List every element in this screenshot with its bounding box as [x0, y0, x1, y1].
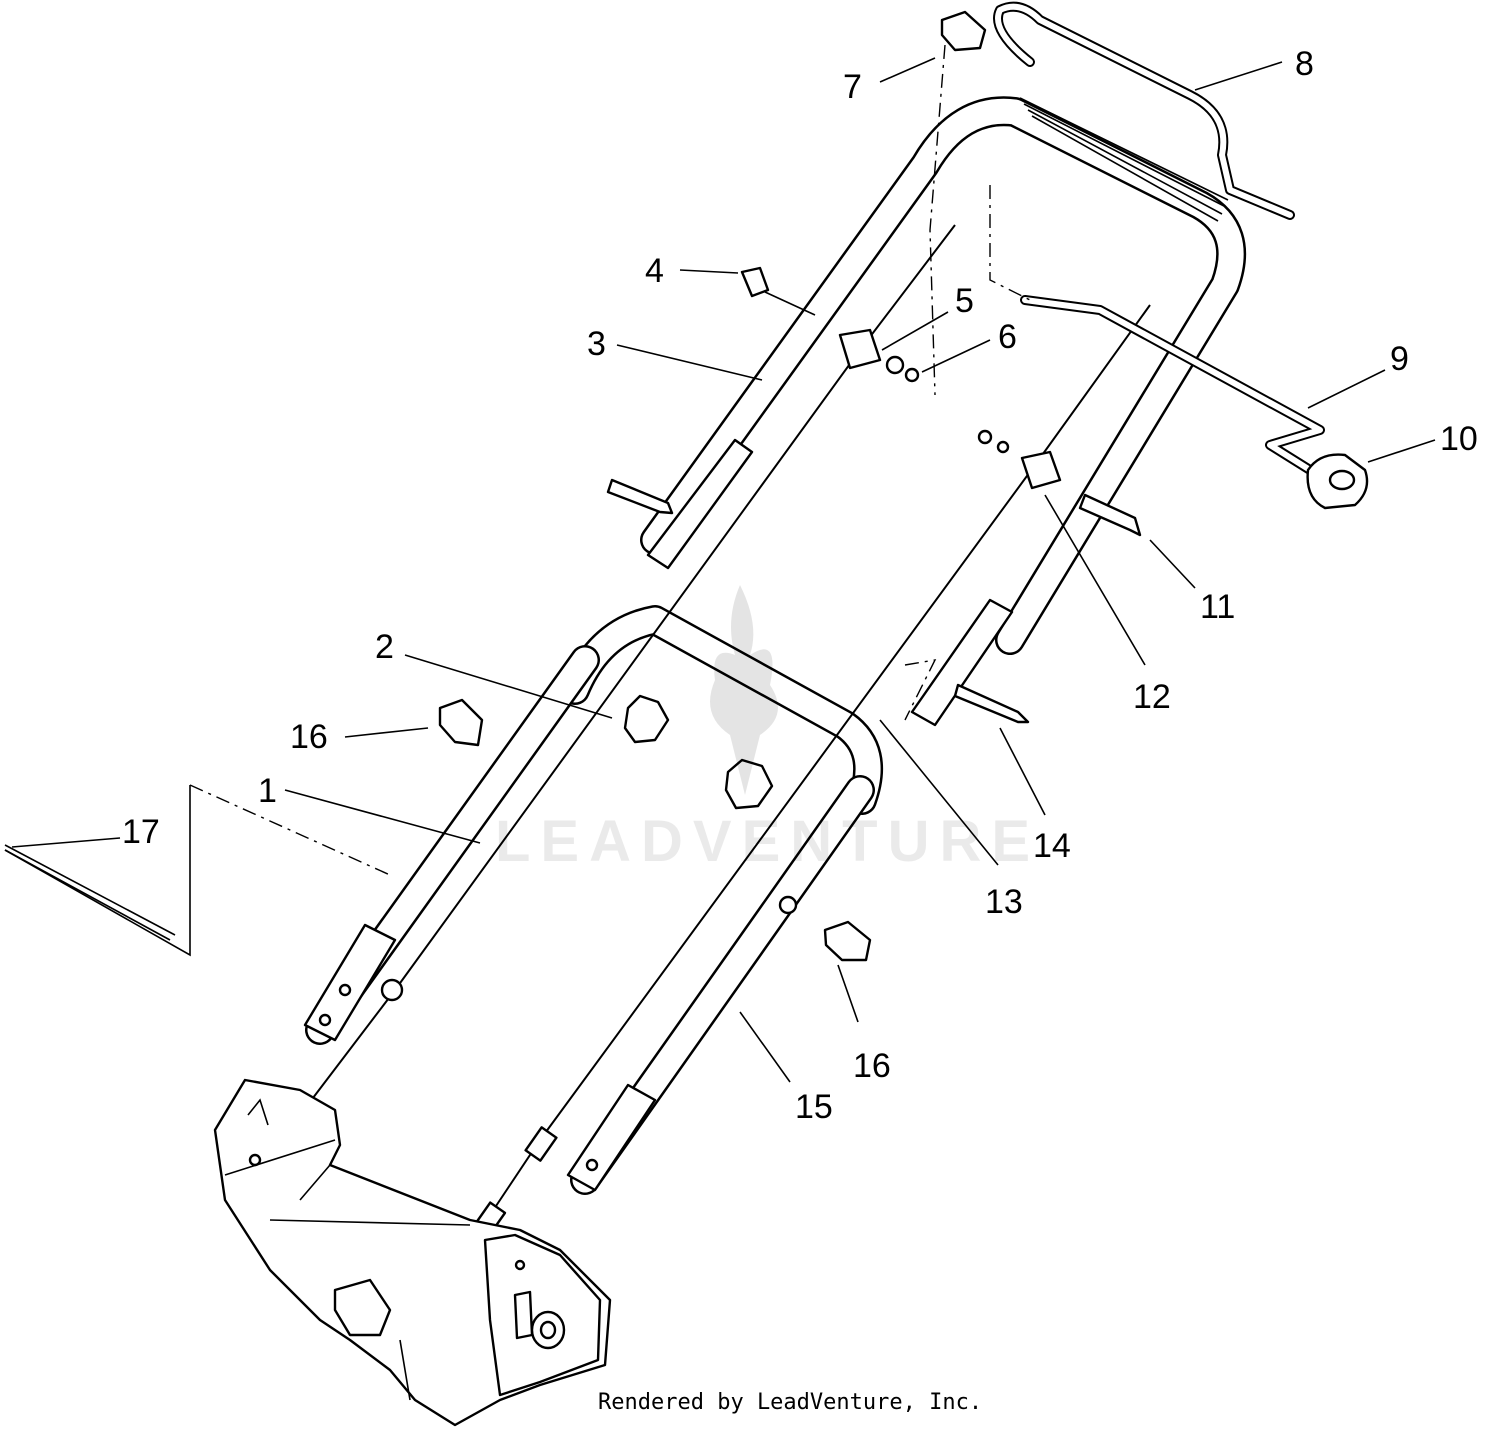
bushing-16b [778, 895, 872, 962]
carriage-bolt-14 [904, 659, 1030, 724]
leadventure-logo-icon [710, 585, 778, 795]
callout-16a: 16 [290, 718, 328, 756]
callout-3: 3 [587, 325, 606, 363]
callout-4: 4 [645, 252, 664, 290]
upper-handle [640, 96, 1247, 727]
leader-lines [11, 57, 1436, 1083]
shift-knob-10 [1306, 453, 1369, 510]
cable-bracket-12 [977, 429, 1062, 490]
nut-6 [885, 355, 920, 383]
callout-16b: 16 [853, 1047, 891, 1085]
chute-housing [213, 1078, 612, 1427]
callout-13: 13 [985, 883, 1023, 921]
lower-handle-right [566, 775, 875, 1195]
callout-5: 5 [955, 282, 974, 320]
callouts: 1 2 3 4 5 6 7 8 9 10 11 12 13 14 15 16 1… [122, 45, 1478, 1126]
callout-11: 11 [1200, 588, 1235, 626]
callout-17: 17 [122, 813, 160, 851]
callout-2: 2 [375, 628, 394, 666]
callout-1: 1 [258, 772, 277, 810]
callout-14: 14 [1033, 827, 1071, 865]
bushing-16a [438, 698, 484, 747]
callout-9: 9 [1390, 340, 1409, 378]
lower-handle-left [303, 645, 600, 1045]
bolt-upper-left [606, 478, 674, 515]
callout-12: 12 [1133, 678, 1171, 716]
callout-15: 15 [795, 1088, 833, 1126]
carriage-bolt-11 [1078, 493, 1142, 537]
shift-rod [989, 185, 1325, 475]
watermark-text: LEADVENTURE [495, 809, 1041, 874]
callout-8: 8 [1295, 45, 1314, 83]
rod-17 [4, 784, 391, 957]
knob-2 [623, 694, 670, 744]
callout-10: 10 [1440, 420, 1478, 458]
callout-6: 6 [998, 318, 1017, 356]
cable-clip-4 [740, 266, 816, 316]
zone-bail [993, 1, 1295, 220]
cable-bracket-5 [838, 328, 882, 370]
callout-7: 7 [843, 68, 862, 106]
cable-guide-7 [929, 10, 987, 396]
render-credit: Rendered by LeadVenture, Inc. [598, 1390, 983, 1415]
knob-2b [724, 758, 774, 810]
